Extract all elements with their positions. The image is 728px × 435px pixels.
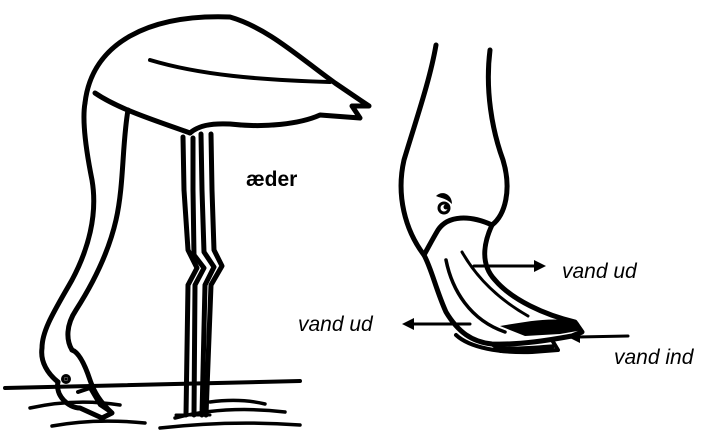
- label-water-out-right: vand ud: [562, 260, 637, 284]
- flamingo-pupil: [64, 377, 68, 381]
- wing-line: [150, 60, 330, 82]
- closeup-black-bill-tip: [500, 319, 583, 336]
- closeup-pupil: [444, 205, 449, 210]
- flamingo-feeding-figure: [5, 17, 369, 428]
- label-water-in: vand ind: [614, 346, 693, 370]
- neck-inner: [68, 110, 128, 350]
- closeup-bill-line: [462, 252, 528, 316]
- arrow-water-in: [578, 336, 628, 337]
- closeup-neck-right: [488, 50, 507, 225]
- body-underside: [95, 93, 190, 133]
- water-surface-line: [5, 381, 300, 388]
- label-water-out-left: vand ud: [298, 313, 373, 337]
- flamingo-head-closeup: [401, 45, 582, 352]
- closeup-neck-left: [401, 45, 436, 255]
- label-eats: æder: [246, 168, 297, 192]
- flamingo-legs: [176, 134, 222, 415]
- arrowhead-water-out-left: [402, 318, 414, 330]
- arrowhead-water-out-right: [534, 260, 546, 272]
